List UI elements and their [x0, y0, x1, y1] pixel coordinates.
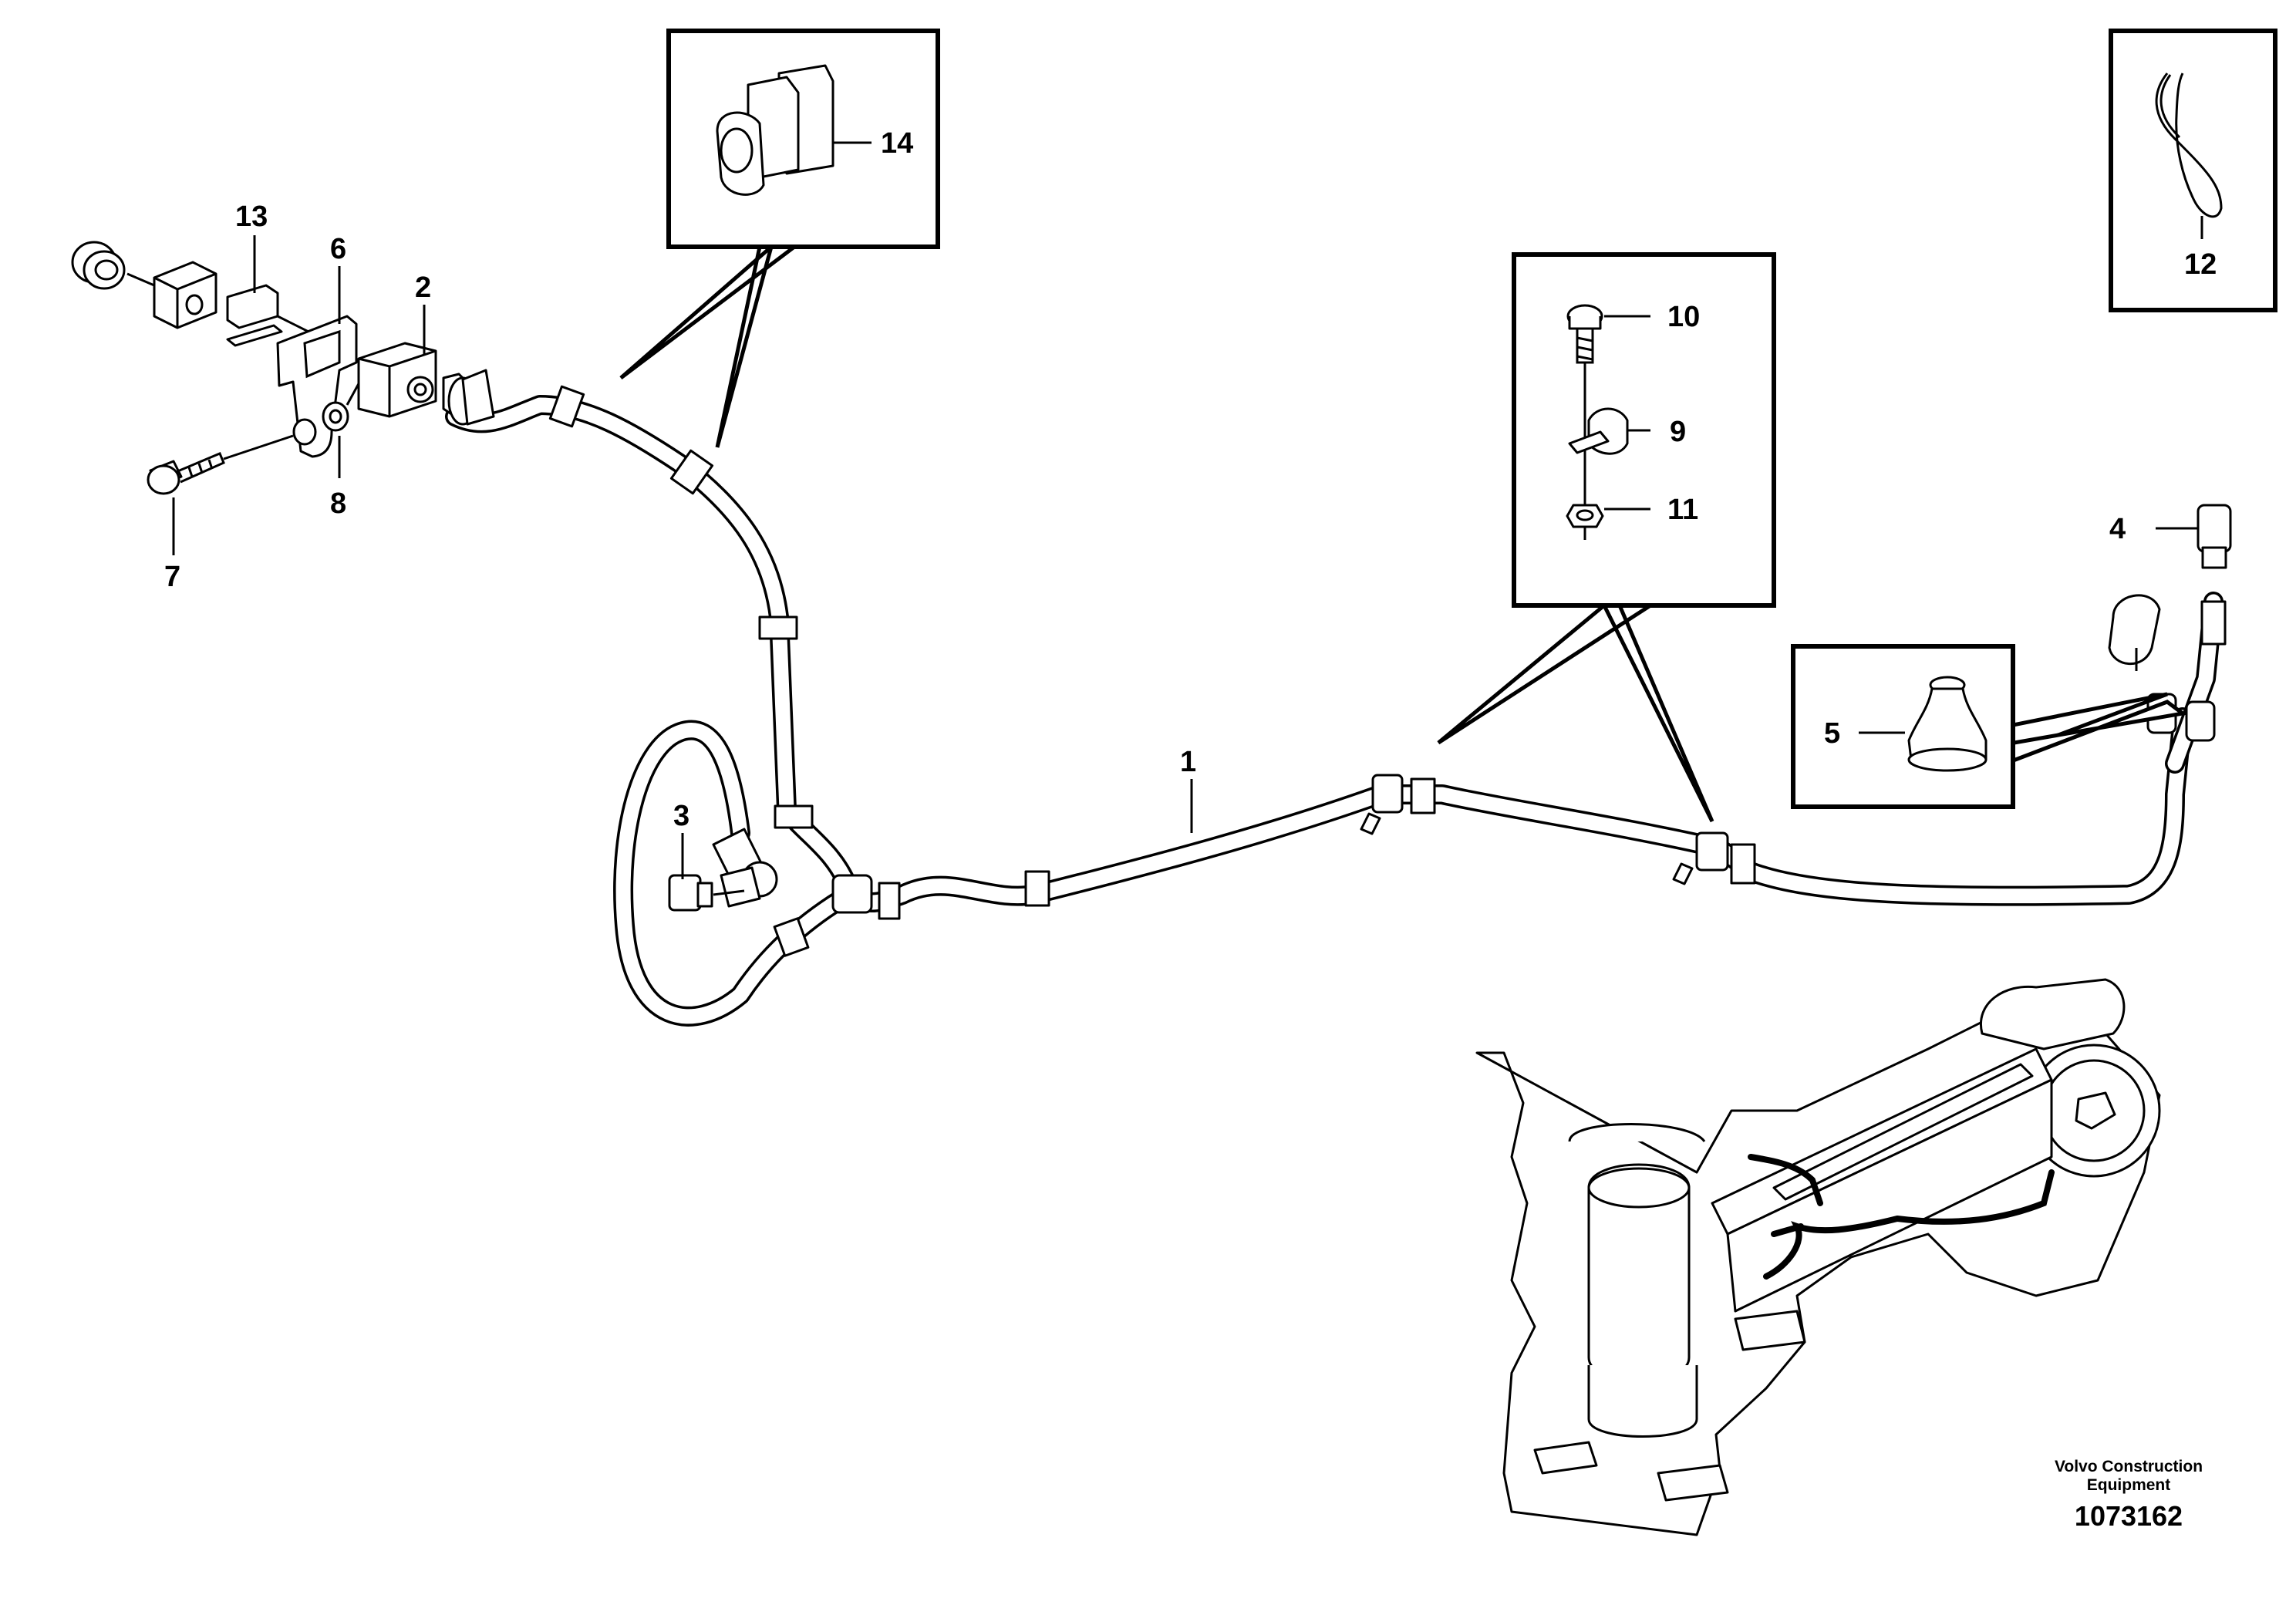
connector-assembly	[71, 241, 495, 495]
detail-box-12	[2109, 29, 2277, 312]
credit-line-1: Volvo Construction	[2055, 1458, 2203, 1475]
callout-2: 2	[415, 271, 431, 304]
callout-9: 9	[1670, 416, 1686, 448]
callout-10: 10	[1667, 301, 1700, 333]
callout-11: 11	[1667, 494, 1698, 526]
callout-13: 13	[235, 201, 268, 233]
callout-4: 4	[2109, 513, 2126, 545]
document-number: 1073162	[2075, 1500, 2183, 1532]
detail-box-5	[1791, 644, 2188, 809]
callout-7: 7	[164, 561, 180, 593]
detail-box-fasteners	[1437, 252, 1776, 823]
detail-box-14	[619, 29, 940, 448]
publisher-credit: Volvo Construction Equipment 1073162	[2055, 1458, 2203, 1532]
callout-8: 8	[330, 487, 346, 520]
credit-line-2: Equipment	[2087, 1476, 2171, 1494]
callout-12: 12	[2184, 248, 2217, 281]
callout-3: 3	[673, 800, 689, 832]
callout-5: 5	[1824, 717, 1840, 750]
callout-14: 14	[881, 127, 913, 160]
wiring-harness	[445, 385, 2224, 1027]
callout-6: 6	[330, 233, 346, 265]
sensor-connector	[668, 828, 778, 912]
callout-leaders	[172, 235, 2198, 879]
callout-1: 1	[1180, 746, 1196, 778]
callout-labels: 1 2 3 4 5 6 7 8 9 10 11 12 13 14	[164, 127, 2217, 832]
machine-overview	[1475, 978, 2161, 1536]
